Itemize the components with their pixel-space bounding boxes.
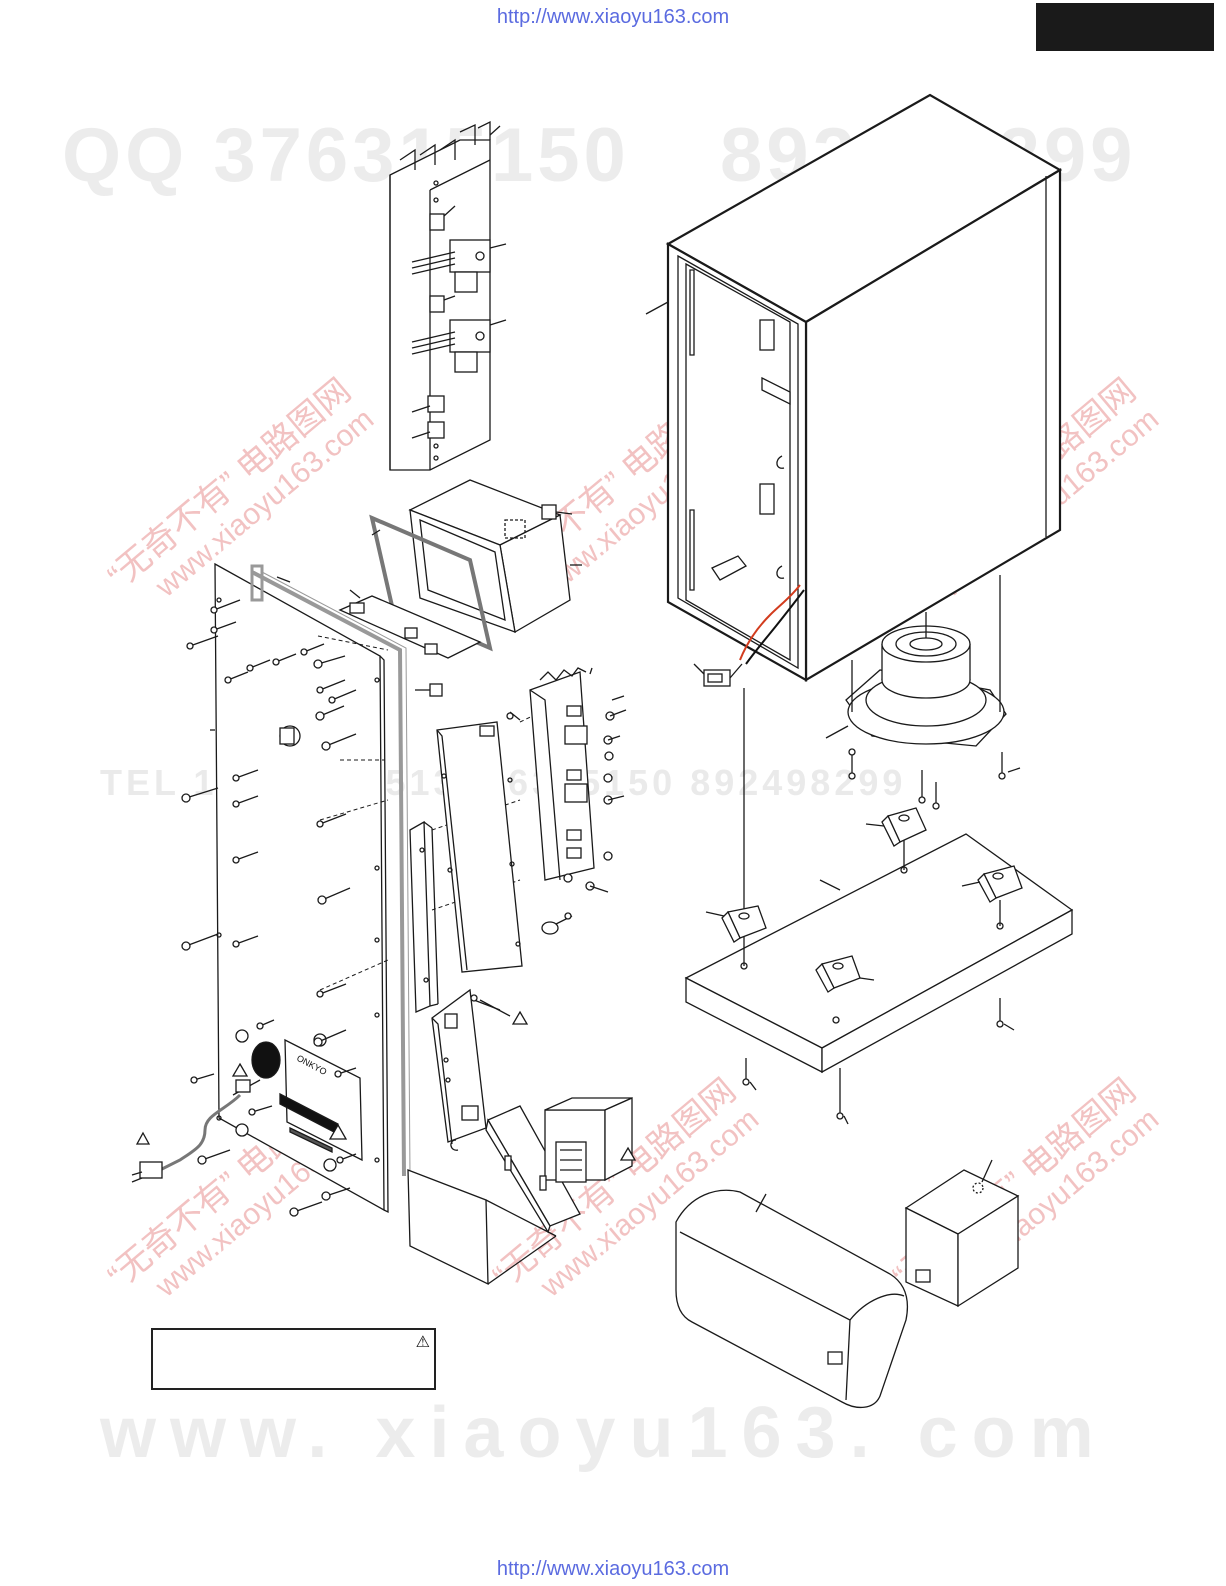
screw — [932, 782, 940, 810]
screw — [996, 998, 1004, 1028]
screw — [232, 851, 259, 864]
screw — [316, 983, 347, 998]
screw — [232, 769, 259, 782]
cable-clip — [541, 912, 573, 935]
screw — [848, 748, 856, 780]
foot — [961, 865, 1023, 903]
screw — [316, 813, 347, 828]
page-corner-tab — [1036, 3, 1214, 51]
cabinet — [645, 93, 1063, 687]
screw — [328, 689, 357, 704]
base-screws — [742, 998, 1015, 1125]
screw — [224, 671, 249, 684]
screw — [315, 705, 345, 721]
woofer — [825, 575, 1007, 747]
screw — [248, 1105, 273, 1116]
center-speaker-grille — [675, 1189, 909, 1408]
screw — [313, 1029, 347, 1047]
screw — [246, 659, 271, 672]
screw — [272, 653, 297, 666]
cover-plate — [407, 1169, 557, 1286]
second-heatsink — [529, 667, 627, 893]
heatsink-assembly — [389, 120, 507, 471]
screw — [197, 1149, 231, 1165]
screw — [210, 599, 241, 614]
screw — [321, 733, 357, 751]
amp-pcb — [436, 711, 523, 973]
screw — [313, 655, 346, 669]
screw — [836, 1068, 844, 1120]
foot — [815, 955, 875, 993]
screw — [181, 933, 219, 951]
power-cord — [131, 1093, 242, 1183]
foot — [865, 807, 927, 847]
woofer-screws — [848, 748, 1021, 810]
screw — [210, 621, 237, 634]
screw — [742, 1058, 750, 1086]
screw — [181, 787, 219, 803]
rear-panel: ONKYO — [210, 562, 411, 1214]
satellite-speaker — [904, 1159, 1020, 1308]
screw — [998, 752, 1006, 780]
watermark-qq: QQ 376315150 — [62, 113, 630, 198]
screw — [317, 887, 351, 905]
base-board — [684, 688, 1074, 1074]
screw — [321, 1187, 351, 1201]
mounting-bracket — [409, 820, 439, 1013]
screw — [289, 1201, 323, 1217]
screw — [232, 935, 259, 948]
watermark-site: www. xiaoyu163. com — [100, 1393, 1108, 1473]
rear-panel-screws — [181, 599, 357, 1217]
footer-url[interactable]: http://www.xiaoyu163.com — [496, 1558, 730, 1580]
screw — [300, 643, 325, 656]
screw — [334, 1067, 357, 1078]
screw — [316, 679, 346, 694]
screw — [190, 1073, 215, 1084]
port-box — [369, 479, 582, 652]
watermark-tel2: 376315150 892498299 — [460, 762, 907, 803]
warning-icon: ⚠ — [415, 1334, 430, 1351]
screw — [336, 1153, 357, 1164]
header-url[interactable]: http://www.xiaoyu163.com — [496, 6, 730, 28]
screw — [186, 635, 219, 650]
screw — [232, 795, 259, 808]
safety-note-box: ⚠ — [151, 1328, 436, 1390]
small-pcb — [338, 589, 482, 697]
power-pcb — [431, 988, 529, 1151]
screw — [918, 770, 926, 804]
screw — [256, 1019, 275, 1030]
foot — [705, 905, 767, 943]
